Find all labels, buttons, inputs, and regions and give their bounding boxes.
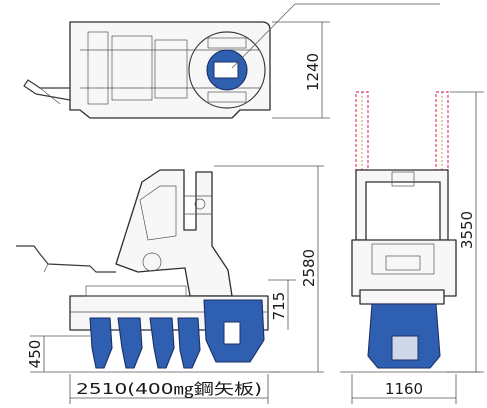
dim-label-2580: 2580: [300, 249, 318, 287]
dim-label-2510: 2510(400㎎鋼矢板): [76, 380, 262, 398]
bucket-2-icon: [117, 317, 143, 369]
dim-overall-width: 1160: [351, 374, 457, 404]
dim-label-715: 715: [270, 292, 288, 321]
mast-right-extension: [435, 91, 449, 171]
dim-label-1240: 1240: [304, 53, 322, 91]
dim-label-3550: 3550: [458, 211, 476, 249]
mast-left-extension: [355, 91, 369, 171]
dim-top-depth: 1240: [272, 21, 330, 119]
dim-transom: 715: [268, 279, 296, 330]
dim-side-height: 2580: [214, 165, 324, 373]
front-view: [340, 91, 480, 373]
top-view: [23, 3, 440, 119]
bucket-1-icon: [89, 317, 113, 369]
bucket-4-icon: [177, 317, 201, 369]
dim-overall-length: 2510(400㎎鋼矢板): [69, 374, 269, 404]
dim-label-1160: 1160: [385, 380, 423, 398]
dim-mast-height: 3550: [446, 91, 484, 373]
bucket-3-icon: [149, 317, 175, 369]
dim-label-450: 450: [26, 340, 44, 369]
dim-ground: 450: [26, 335, 90, 372]
side-view: [16, 169, 280, 373]
